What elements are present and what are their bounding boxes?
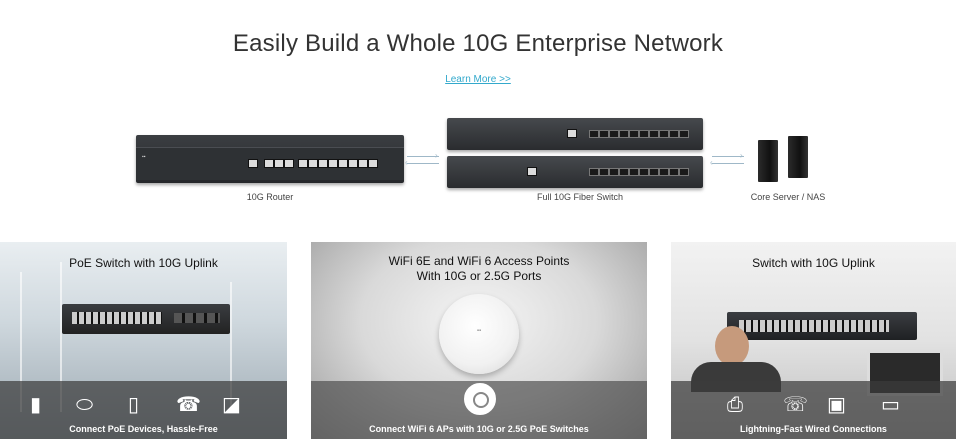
fiber-switch-image	[447, 118, 703, 190]
access-point-image: ▪▪	[439, 294, 519, 374]
printer-icon: ⎙	[727, 394, 743, 416]
ap-logo: ▪▪	[476, 328, 482, 334]
camera-icon: ◪	[222, 394, 241, 416]
panel-title: Switch with 10G Uplink	[752, 256, 875, 270]
router-logo: ▪▪	[142, 154, 146, 160]
router-image: ▪▪	[136, 135, 404, 183]
panel-poe-switch[interactable]: PoE Switch with 10G Uplink ▮ ⬭ ▯ ☎ ◪ Con…	[0, 242, 287, 439]
panel-icon-bar: ▮ ⬭ ▯ ☎ ◪	[0, 381, 287, 439]
panel-caption: Connect PoE Devices, Hassle-Free	[69, 424, 218, 434]
person-image	[715, 326, 749, 366]
panel-switch-10g[interactable]: Switch with 10G Uplink ⎙ ☏ ▣ ▭ Lightning…	[671, 242, 956, 439]
switch-image	[727, 312, 917, 340]
panel-caption: Connect WiFi 6 APs with 10G or 2.5G PoE …	[369, 424, 589, 434]
router-label: 10G Router	[246, 192, 294, 202]
panel-caption: Lightning-Fast Wired Connections	[740, 424, 887, 434]
desktop-icon: ▣	[827, 394, 846, 416]
panel-title: WiFi 6E and WiFi 6 Access Points With 10…	[311, 254, 647, 284]
panel-title-line2: With 10G or 2.5G Ports	[416, 269, 542, 283]
link-arrows-left: › ‹	[405, 151, 439, 167]
learn-more-link[interactable]: Learn More >>	[445, 74, 511, 85]
wifi-icon	[464, 383, 496, 415]
ip-phone-icon: ☎	[176, 394, 201, 416]
panel-icon-bar: ⎙ ☏ ▣ ▭	[671, 381, 956, 439]
server-image	[756, 136, 812, 182]
link-arrows-right: › ‹	[710, 151, 744, 167]
wall-plate-icon: ▯	[128, 394, 140, 416]
monitor-icon: ▭	[881, 394, 900, 416]
switch-label: Full 10G Fiber Switch	[536, 192, 624, 202]
panel-title: PoE Switch with 10G Uplink	[69, 256, 218, 270]
server-label: Core Server / NAS	[750, 192, 826, 202]
panel-title-line1: WiFi 6E and WiFi 6 Access Points	[388, 254, 570, 268]
access-point-icon: ⬭	[76, 394, 94, 416]
pole-icon: ▮	[30, 394, 42, 416]
page-title: Easily Build a Whole 10G Enterprise Netw…	[232, 30, 724, 57]
poe-switch-image	[62, 304, 230, 334]
phone-icon: ☏	[783, 394, 809, 416]
panel-wifi-ap[interactable]: WiFi 6E and WiFi 6 Access Points With 10…	[311, 242, 647, 439]
